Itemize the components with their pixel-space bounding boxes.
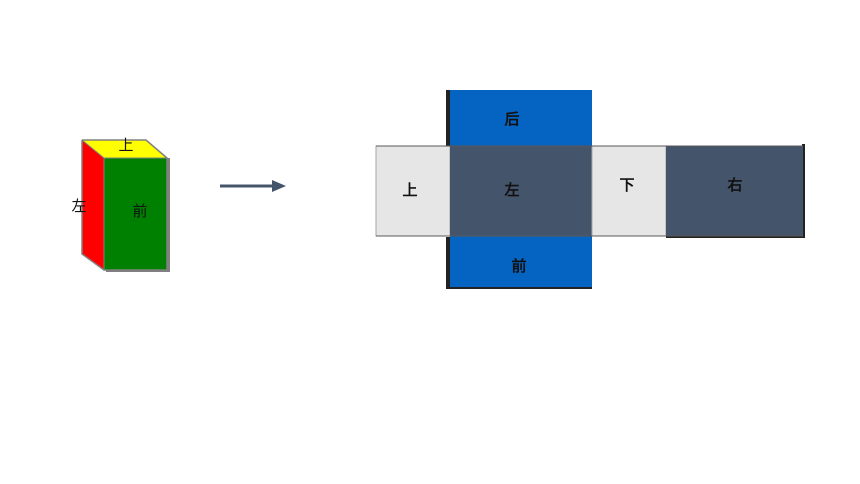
net-front-label: 前 bbox=[511, 257, 526, 275]
arrow-head bbox=[272, 180, 286, 192]
box-edge-diagonal bbox=[81, 139, 105, 159]
net-front-shadow-left bbox=[446, 237, 450, 289]
net-back-shadow bbox=[446, 90, 450, 146]
net-face-back bbox=[450, 90, 592, 146]
box-front-face bbox=[104, 158, 167, 270]
box-top-face bbox=[82, 140, 167, 158]
box-outline-bottom bbox=[81, 140, 167, 271]
box-front-label: 前 bbox=[132, 202, 147, 220]
net-top-label: 上 bbox=[402, 181, 417, 199]
net-right-label: 右 bbox=[727, 176, 742, 194]
cube-net: 后 上 左 下 右 前 bbox=[375, 90, 805, 289]
rectangular-box-3d: 上 左 前 bbox=[71, 136, 170, 272]
net-face-front bbox=[450, 236, 592, 287]
net-left-label: 左 bbox=[503, 181, 519, 199]
right-arrow-icon bbox=[220, 180, 286, 192]
net-face-left bbox=[450, 146, 592, 236]
box-left-label: 左 bbox=[71, 197, 86, 215]
box-outline-right bbox=[82, 139, 168, 270]
net-bottom-label: 下 bbox=[619, 176, 634, 194]
net-right-shadow bbox=[802, 144, 805, 238]
net-front-shadow-bottom bbox=[446, 286, 592, 289]
net-face-right bbox=[666, 146, 803, 236]
box-left-face bbox=[82, 140, 104, 270]
net-back-label: 后 bbox=[504, 110, 519, 128]
box-top-label: 上 bbox=[118, 136, 133, 154]
